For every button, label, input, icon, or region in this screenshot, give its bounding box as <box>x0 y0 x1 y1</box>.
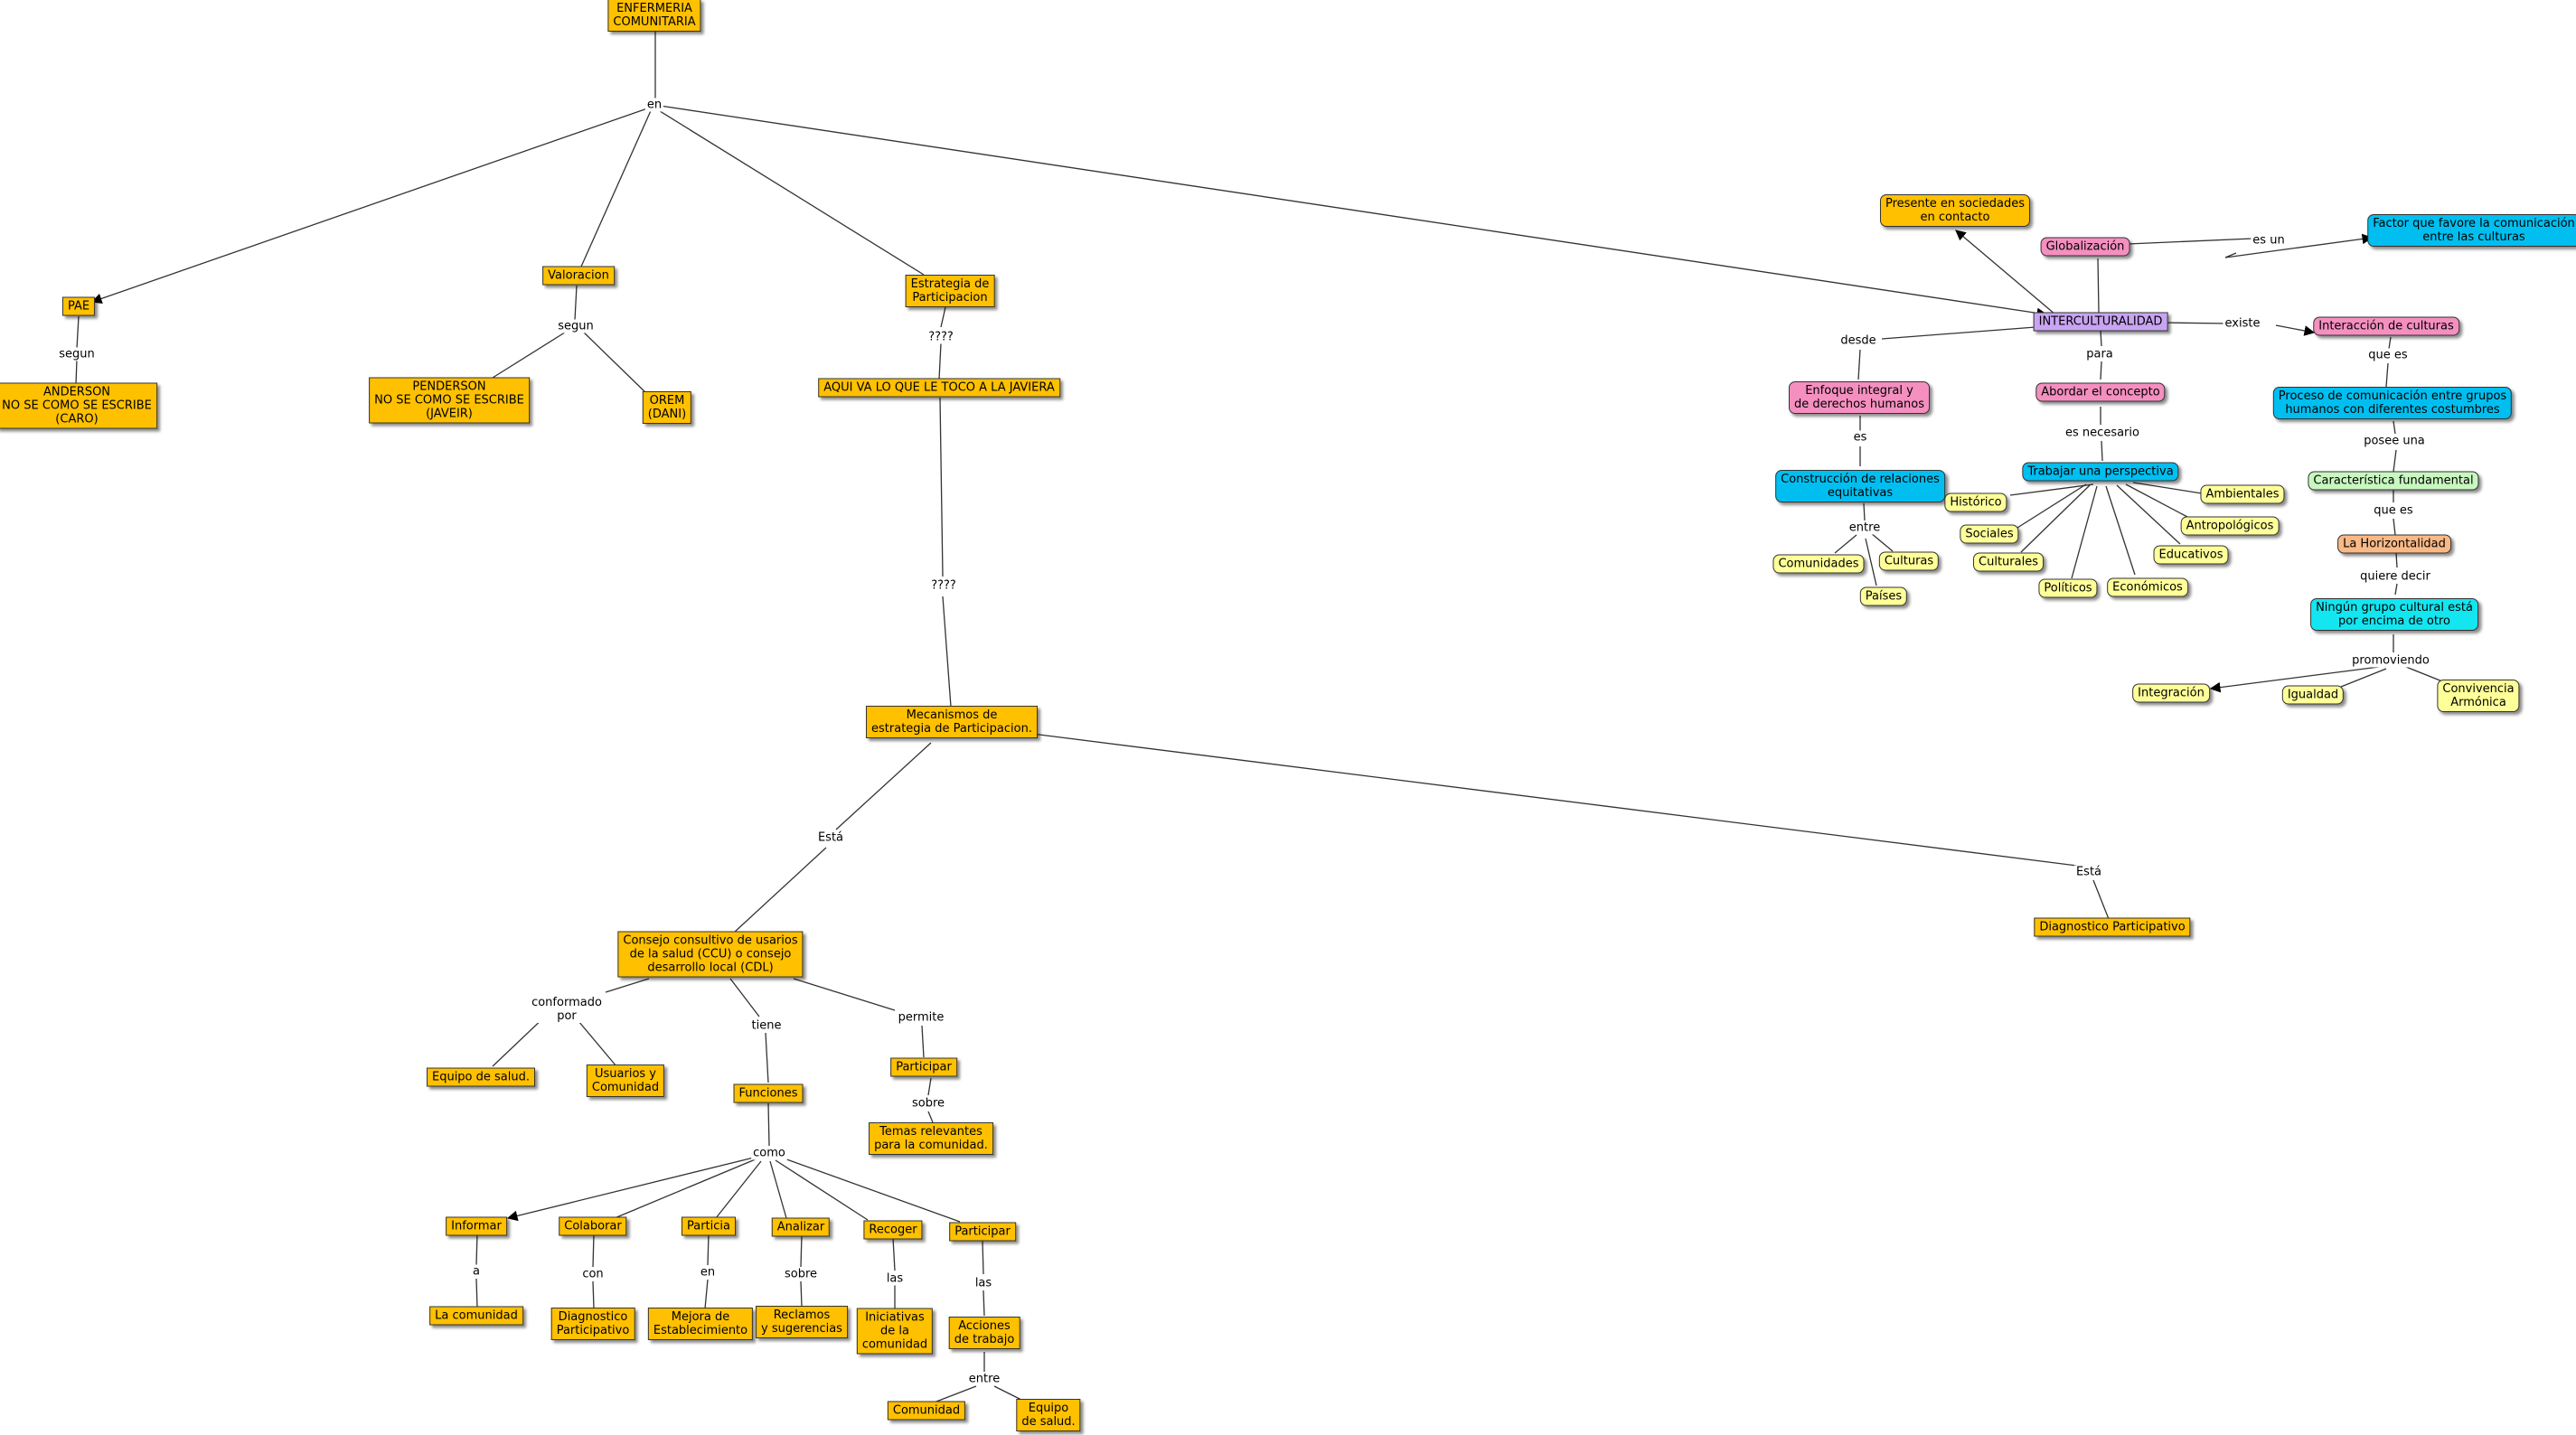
node-enfoque-integral[interactable]: Enfoque integral y de derechos humanos <box>1788 381 1931 414</box>
link-label-sobre: sobre <box>909 1096 947 1111</box>
node-convivencia-armonica[interactable]: Convivencia Armónica <box>2437 680 2520 712</box>
link-label-tiene: tiene <box>749 1018 784 1033</box>
link-label-entre: entre <box>966 1372 1002 1386</box>
node-interculturalidad[interactable]: INTERCULTURALIDAD <box>2033 312 2168 332</box>
node-factor-comunicacion[interactable]: Factor que favore la comunicación entre … <box>2367 214 2576 247</box>
link-label-promoviendo: promoviendo <box>2350 653 2431 668</box>
link-label-posee-una: posee una <box>2362 434 2427 448</box>
link-label-sobre-2: sobre <box>782 1267 820 1281</box>
link-label-que-es: que es <box>2366 348 2410 362</box>
link-label-en: en <box>644 98 664 112</box>
link-label-esta: Está <box>815 830 846 845</box>
node-comunidad[interactable]: Comunidad <box>887 1401 966 1421</box>
node-educativos[interactable]: Educativos <box>2153 545 2229 565</box>
link-label-permite: permite <box>896 1010 946 1025</box>
node-participar[interactable]: Participar <box>890 1057 957 1077</box>
node-javiera[interactable]: AQUI VA LO QUE LE TOCO A LA JAVIERA <box>818 378 1060 398</box>
node-recoger[interactable]: Recoger <box>863 1220 923 1240</box>
node-analizar[interactable]: Analizar <box>771 1217 831 1237</box>
node-la-comunidad[interactable]: La comunidad <box>429 1306 523 1326</box>
node-temas-relevantes[interactable]: Temas relevantes para la comunidad. <box>869 1122 993 1155</box>
link-label-como: como <box>751 1146 787 1160</box>
node-participar-2[interactable]: Participar <box>949 1222 1016 1242</box>
link-label-desde: desde <box>1838 333 1878 348</box>
node-antropologicos[interactable]: Antropológicos <box>2180 516 2280 536</box>
link-label-las: las <box>973 1276 994 1290</box>
node-presente-sociedades[interactable]: Presente en sociedades en contacto <box>1879 194 2031 227</box>
node-equipo-salud-2[interactable]: Equipo de salud. <box>1016 1399 1081 1431</box>
node-anderson[interactable]: ANDERSON NO SE COMO SE ESCRIBE (CARO) <box>0 382 157 429</box>
node-colaborar[interactable]: Colaborar <box>559 1216 627 1236</box>
link-label-es-necesario: es necesario <box>2064 426 2141 440</box>
node-igualdad[interactable]: Igualdad <box>2281 685 2345 705</box>
link-label-segun: segun <box>556 319 596 333</box>
node-horizontalidad[interactable]: La Horizontalidad <box>2337 534 2451 554</box>
link-label-entre-2: entre <box>1847 521 1883 535</box>
node-consejo-consultivo[interactable]: Consejo consultivo de usarios de la salu… <box>617 931 804 978</box>
node-diagnostico-participativo-2[interactable]: Diagnostico Participativo <box>550 1308 635 1340</box>
node-politicos[interactable]: Políticos <box>2038 578 2098 598</box>
node-trabajar-perspectiva[interactable]: Trabajar una perspectiva <box>2022 462 2179 482</box>
link-label-question: ???? <box>929 578 958 593</box>
node-culturas[interactable]: Culturas <box>1878 551 1940 571</box>
link-label-conformado-por: conformado por <box>530 996 604 1023</box>
node-funciones[interactable]: Funciones <box>733 1083 804 1103</box>
node-culturales[interactable]: Culturales <box>1973 552 2044 572</box>
node-iniciativas-comunidad[interactable]: Iniciativas de la comunidad <box>856 1308 934 1355</box>
node-integracion[interactable]: Integración <box>2132 683 2210 703</box>
node-informar[interactable]: Informar <box>446 1216 507 1236</box>
node-particia[interactable]: Particia <box>681 1216 737 1236</box>
node-proceso-comunicacion[interactable]: Proceso de comunicación entre grupos hum… <box>2272 387 2513 419</box>
node-estrategia-participacion[interactable]: Estrategia de Participacion <box>905 275 995 307</box>
node-ambientales[interactable]: Ambientales <box>2200 484 2285 504</box>
node-diagnostico-participativo[interactable]: Diagnostico Participativo <box>2034 917 2191 937</box>
link-label-segun: segun <box>57 347 97 361</box>
node-equipo-salud[interactable]: Equipo de salud. <box>426 1067 536 1087</box>
node-comunidades[interactable]: Comunidades <box>1772 554 1865 574</box>
link-label-las: las <box>884 1271 906 1286</box>
node-valoracion[interactable]: Valoracion <box>542 266 615 286</box>
node-usuarios-comunidad[interactable]: Usuarios y Comunidad <box>586 1065 665 1097</box>
node-acciones-trabajo[interactable]: Acciones de trabajo <box>948 1317 1020 1349</box>
link-label-para: para <box>2084 347 2115 361</box>
node-construccion-relaciones[interactable]: Construcción de relaciones equitativas <box>1775 470 1945 502</box>
node-abordar-concepto[interactable]: Abordar el concepto <box>2035 382 2166 402</box>
link-label-a: a <box>471 1264 482 1279</box>
link-label-es: es <box>1851 430 1869 445</box>
link-label-en-2: en <box>698 1265 718 1280</box>
link-label-esta: Está <box>2073 865 2104 879</box>
node-mecanismos[interactable]: Mecanismos de estrategia de Participacio… <box>866 706 1038 738</box>
node-reclamos-sugerencias[interactable]: Reclamos y sugerencias <box>756 1306 848 1338</box>
node-economicos[interactable]: Económicos <box>2107 577 2188 597</box>
link-label-question: ???? <box>926 330 955 344</box>
node-enfermeria-comunitaria[interactable]: ENFERMERIA COMUNITARIA <box>607 0 701 32</box>
node-interaccion-culturas[interactable]: Interacción de culturas <box>2313 316 2459 336</box>
link-label-que-es-2: que es <box>2372 503 2415 518</box>
link-label-con: con <box>580 1267 606 1281</box>
link-label-quiere-decir: quiere decir <box>2358 569 2432 584</box>
node-pae[interactable]: PAE <box>61 296 96 316</box>
node-sociales[interactable]: Sociales <box>1960 524 2019 544</box>
link-label-es-un: es un <box>2251 233 2287 248</box>
node-orem[interactable]: OREM (DANI) <box>642 391 692 424</box>
node-paises[interactable]: Países <box>1859 586 1908 606</box>
node-globalizacion[interactable]: Globalización <box>2040 237 2130 257</box>
node-mejora-establecimiento[interactable]: Mejora de Establecimiento <box>647 1308 754 1340</box>
node-ningun-grupo[interactable]: Ningún grupo cultural está por encima de… <box>2310 598 2478 631</box>
node-historico[interactable]: Histórico <box>1944 492 2007 512</box>
link-label-existe: existe <box>2223 316 2262 331</box>
node-caracteristica-fundamental[interactable]: Característica fundamental <box>2308 471 2479 491</box>
node-penderson[interactable]: PENDERSON NO SE COMO SE ESCRIBE (JAVEIR) <box>369 377 530 424</box>
